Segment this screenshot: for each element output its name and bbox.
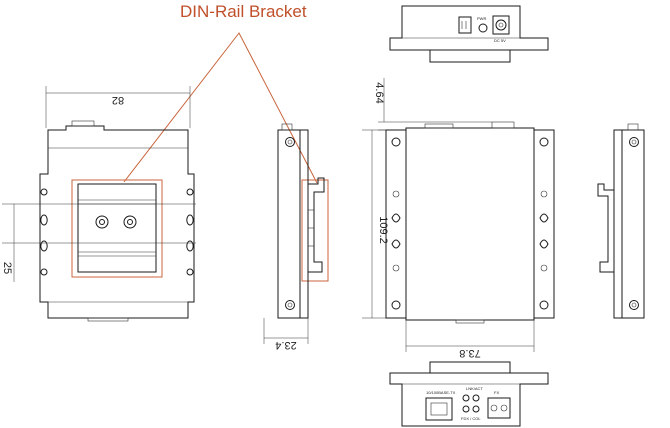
right-screw-top (629, 137, 639, 147)
side-screw-bottom-inner (287, 302, 293, 308)
led-4 (472, 405, 480, 413)
screw-left-bottom (40, 268, 48, 276)
top-led-label: PWR (477, 16, 486, 21)
dim-label-73-8: 73.8 (459, 347, 480, 359)
rj45-label: 10/100BASE-TX (426, 390, 456, 395)
lnk-label: LNK/ACT (466, 386, 483, 391)
right-screw-bottom (629, 300, 639, 310)
right-side-view (597, 123, 645, 319)
front-panel-outline (389, 372, 549, 427)
top-dip-switch (458, 16, 472, 34)
dim-label-23-4: 23.4 (275, 339, 296, 351)
fiber-port (487, 397, 511, 419)
led-label: FDX / COL (461, 416, 481, 421)
side-connector (281, 123, 293, 131)
led-2 (472, 394, 480, 402)
rear-view: 82 25 (1, 86, 196, 322)
mount-hole-right-bottom (186, 240, 194, 252)
top-power-jack-pin (498, 22, 504, 28)
front-right-ear (533, 129, 555, 319)
screw-right-bottom (186, 268, 194, 276)
top-panel-outline (389, 5, 549, 51)
bracket-plate (77, 183, 157, 273)
front-panel-base (429, 361, 511, 374)
side-screw-bottom (285, 300, 295, 310)
top-power-jack-ring (495, 19, 507, 31)
front-hole-right-top (540, 190, 548, 198)
rj45-port (425, 397, 453, 421)
side-view: 23.4 (263, 123, 325, 351)
fiber-rx (500, 404, 508, 412)
front-screw-tr (539, 137, 549, 147)
led-1 (462, 394, 470, 402)
rear-view-outline (39, 125, 195, 319)
top-panel-view: PWR DC 5V (389, 5, 549, 63)
callout-box-left (71, 179, 163, 278)
right-side-connector (627, 123, 639, 131)
front-view: 4.64 109.2 73.8 (362, 78, 555, 359)
side-view-body (277, 129, 301, 319)
rj45-port-inner (430, 402, 448, 416)
callout-title: DIN-Rail Bracket (180, 2, 307, 21)
top-power-led (478, 23, 488, 33)
led-3 (462, 405, 470, 413)
rear-connector (71, 120, 95, 127)
front-keyhole-left-bottom (391, 239, 401, 249)
dim-label-25: 25 (1, 262, 13, 274)
din-rail-callout: DIN-Rail Bracket (71, 2, 329, 282)
mount-hole-left-top (40, 214, 48, 226)
side-screw-top-inner (287, 139, 293, 145)
screw-right-top (186, 188, 194, 196)
front-body (405, 127, 535, 321)
top-panel-base (429, 49, 511, 63)
front-screw-bl (391, 300, 401, 310)
front-keyhole-left-top (391, 213, 401, 223)
right-din-clip-profile (597, 183, 614, 273)
fiber-label: FX (494, 390, 499, 395)
right-side-plate (613, 129, 623, 319)
rear-bottom-foot (87, 317, 129, 322)
front-keyhole-right-bottom (539, 239, 549, 249)
right-screw-bottom-inner (631, 302, 637, 308)
fiber-tx (490, 404, 498, 412)
front-hole-left-bottom (392, 264, 400, 272)
mount-hole-left-bottom (40, 240, 48, 252)
bracket-screw-left-inner (99, 219, 105, 225)
front-screw-br (539, 300, 549, 310)
front-top-connector-left (424, 123, 454, 129)
side-view-plate (299, 129, 309, 319)
right-screw-top-inner (631, 139, 637, 145)
dim-label-82: 82 (112, 94, 124, 106)
bracket-screw-right (123, 215, 137, 229)
right-side-body (621, 129, 645, 319)
mount-hole-right-top (186, 214, 194, 226)
front-screw-tl (391, 137, 401, 147)
front-keyhole-right-top (539, 213, 549, 223)
front-bottom-foot (455, 319, 485, 324)
callout-leader (123, 32, 318, 184)
bracket-screw-right-inner (127, 219, 133, 225)
callout-box-side (301, 179, 329, 282)
top-power-label: DC 5V (494, 38, 506, 43)
bracket-screw-left (95, 215, 109, 229)
front-panel-view: 10/100BASE-TX LNK/ACT FDX / COL FX (389, 361, 549, 427)
dim-label-109-2: 109.2 (377, 216, 389, 244)
din-rail-bracket (77, 183, 157, 273)
din-clip-profile (308, 177, 325, 273)
front-top-connector (491, 121, 515, 129)
side-screw-top (285, 137, 295, 147)
screw-left-top (40, 188, 48, 196)
front-hole-left-top (392, 190, 400, 198)
dim-label-4-64: 4.64 (373, 82, 385, 103)
front-hole-right-bottom (540, 264, 548, 272)
top-power-jack (492, 15, 510, 35)
